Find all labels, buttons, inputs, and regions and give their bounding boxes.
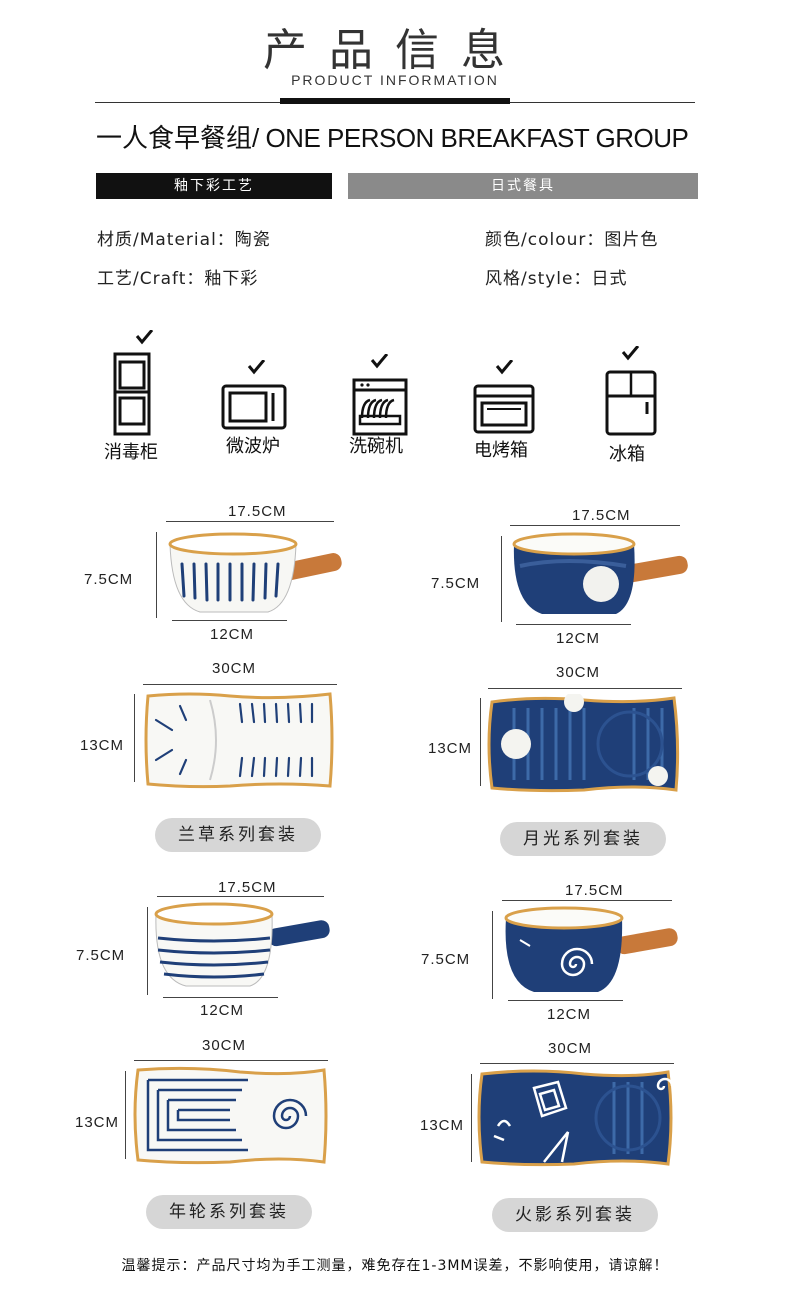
dim-line bbox=[492, 911, 493, 999]
appliance-fridge: 冰箱 bbox=[582, 345, 672, 466]
set-name-yueguang: 月光系列套装 bbox=[500, 822, 666, 856]
dim-line bbox=[172, 620, 287, 621]
dim-line bbox=[157, 896, 324, 897]
plate-yueguang bbox=[487, 694, 680, 793]
bowl-lancao bbox=[168, 532, 342, 613]
plate-huoying bbox=[477, 1069, 674, 1167]
dim-plate-width: 30CM bbox=[548, 1040, 593, 1057]
dim-plate-height: 13CM bbox=[420, 1117, 465, 1134]
set-name-nianlun: 年轮系列套装 bbox=[146, 1195, 312, 1229]
dim-bowl-base: 12CM bbox=[210, 626, 255, 643]
dim-line bbox=[166, 521, 334, 522]
dim-plate-height: 13CM bbox=[428, 740, 473, 757]
spec-craft: 工艺/Craft：釉下彩 bbox=[97, 269, 259, 289]
dim-line bbox=[147, 907, 148, 995]
dim-line bbox=[471, 1074, 472, 1162]
appliance-disinfection-cabinet: 消毒柜 bbox=[86, 329, 176, 464]
tag-style: 日式餐具 bbox=[348, 173, 698, 199]
product-name: 一人食早餐组/ ONE PERSON BREAKFAST GROUP bbox=[96, 118, 689, 155]
spec-material: 材质/Material：陶瓷 bbox=[97, 230, 271, 250]
fridge-icon bbox=[605, 345, 657, 436]
appliance-label: 微波炉 bbox=[226, 436, 280, 457]
appliance-label: 消毒柜 bbox=[104, 442, 158, 463]
dim-line bbox=[156, 532, 157, 618]
dishwasher-icon bbox=[352, 353, 408, 436]
appliance-label: 冰箱 bbox=[609, 444, 645, 465]
page-subtitle: PRODUCT INFORMATION bbox=[291, 72, 499, 88]
dim-bowl-base: 12CM bbox=[547, 1006, 592, 1023]
dim-line bbox=[510, 525, 680, 526]
divider-accent bbox=[280, 98, 510, 104]
set-name-huoying: 火影系列套装 bbox=[492, 1198, 658, 1232]
appliance-label: 电烤箱 bbox=[474, 440, 528, 461]
dim-plate-height: 13CM bbox=[80, 737, 125, 754]
dim-bowl-height: 7.5CM bbox=[84, 571, 134, 588]
dim-line bbox=[125, 1071, 126, 1159]
spec-color: 颜色/colour：图片色 bbox=[485, 230, 659, 250]
appliance-microwave: 微波炉 bbox=[208, 359, 298, 458]
dim-bowl-width: 17.5CM bbox=[218, 879, 277, 896]
notice-text: 温馨提示：产品尺寸均为手工测量，难免存在1-3MM误差，不影响使用，请谅解！ bbox=[121, 1258, 669, 1274]
dim-bowl-width: 17.5CM bbox=[572, 507, 631, 524]
dim-plate-width: 30CM bbox=[556, 664, 601, 681]
dim-line bbox=[480, 1063, 674, 1064]
dim-plate-height: 13CM bbox=[75, 1114, 120, 1131]
dim-bowl-base: 12CM bbox=[556, 630, 601, 647]
appliance-dishwasher: 洗碗机 bbox=[331, 353, 421, 458]
dim-plate-width: 30CM bbox=[212, 660, 257, 677]
bowl-yueguang bbox=[512, 532, 688, 614]
dim-line bbox=[488, 688, 682, 689]
appliance-oven: 电烤箱 bbox=[456, 359, 546, 462]
bowl-nianlun bbox=[154, 902, 330, 987]
product-name-en: / ONE PERSON BREAKFAST GROUP bbox=[252, 123, 689, 153]
dim-line bbox=[516, 624, 631, 625]
dim-bowl-base: 12CM bbox=[200, 1002, 245, 1019]
dim-line bbox=[134, 1060, 328, 1061]
dim-line bbox=[501, 536, 502, 622]
set-name-lancao: 兰草系列套装 bbox=[155, 818, 321, 852]
dim-plate-width: 30CM bbox=[202, 1037, 247, 1054]
appliance-label: 洗碗机 bbox=[349, 436, 403, 457]
plate-nianlun bbox=[133, 1066, 328, 1165]
plate-lancao bbox=[144, 692, 334, 789]
tag-craft: 釉下彩工艺 bbox=[96, 173, 332, 199]
oven-icon bbox=[473, 359, 535, 434]
dim-line bbox=[134, 694, 135, 782]
dim-bowl-height: 7.5CM bbox=[76, 947, 126, 964]
product-name-cn: 一人食早餐组 bbox=[96, 124, 253, 154]
microwave-icon bbox=[221, 359, 287, 430]
dim-bowl-height: 7.5CM bbox=[421, 951, 471, 968]
bowl-huoying bbox=[504, 906, 678, 992]
dim-bowl-height: 7.5CM bbox=[431, 575, 481, 592]
disinfection-cabinet-icon bbox=[113, 329, 154, 436]
dim-line bbox=[508, 1000, 623, 1001]
dim-bowl-width: 17.5CM bbox=[228, 503, 287, 520]
spec-style: 风格/style：日式 bbox=[485, 269, 628, 289]
dim-line bbox=[143, 684, 337, 685]
dim-line bbox=[502, 900, 672, 901]
dim-line bbox=[163, 997, 278, 998]
dim-bowl-width: 17.5CM bbox=[565, 882, 624, 899]
dim-line bbox=[480, 698, 481, 786]
page-title: 产品信息 bbox=[263, 25, 527, 76]
